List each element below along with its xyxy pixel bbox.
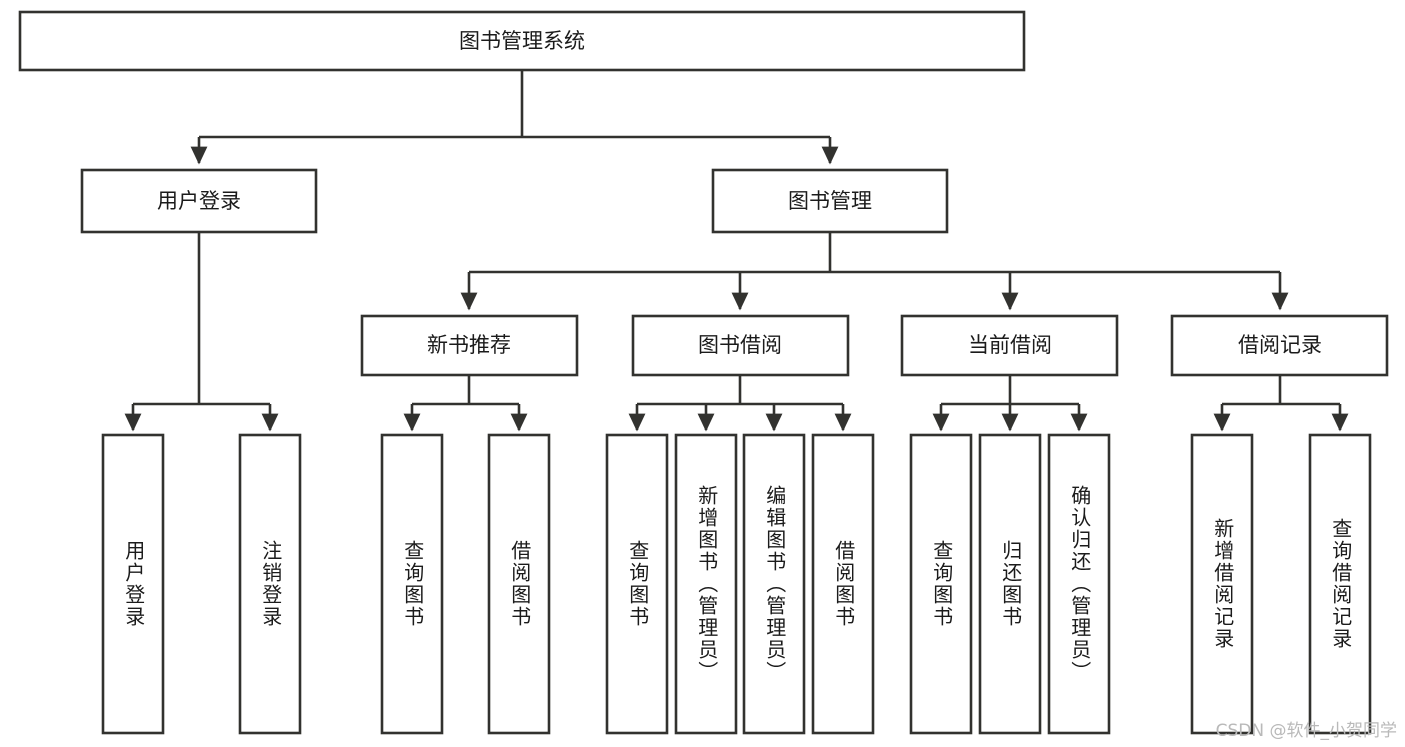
node-book-borrow[interactable]: 图书借阅 [631,314,850,377]
leaf-box[interactable] [742,433,806,735]
leaf-box[interactable] [1047,433,1111,735]
node-book-borrow-label: 图书借阅 [698,333,782,357]
node-borrow-record-label: 借阅记录 [1238,333,1322,357]
node-book-management[interactable]: 图书管理 [711,168,949,234]
leaf-box[interactable] [978,433,1042,735]
node-current-borrow-label: 当前借阅 [968,333,1052,357]
node-root-label: 图书管理系统 [459,29,585,53]
leaf-box[interactable] [380,433,444,735]
edge-current-borrow-to-leaves [932,375,1088,432]
edge-borrow-record-to-leaves [1213,375,1349,432]
leaf-box[interactable] [674,433,738,735]
node-book-management-label: 图书管理 [788,189,872,213]
edge-book-borrow-to-leaves [628,375,852,432]
node-new-book-recommend-label: 新书推荐 [427,333,511,357]
node-borrow-record[interactable]: 借阅记录 [1170,314,1389,377]
leaf-box[interactable] [811,433,875,735]
node-root[interactable]: 图书管理系统 [18,10,1026,72]
leaf-box[interactable] [487,433,551,735]
node-new-book-recommend[interactable]: 新书推荐 [360,314,579,377]
leaf-box[interactable] [1190,433,1254,735]
leaf-box[interactable] [101,433,165,735]
edge-root-to-level2 [190,70,839,165]
edge-book-mgmt-to-level3 [460,232,1289,311]
edge-new-book-rec-to-leaves [403,375,528,432]
leaf-box[interactable] [1308,433,1372,735]
leaf-box[interactable] [238,433,302,735]
edge-user-login-to-leaves [124,232,279,432]
leaf-box[interactable] [605,433,669,735]
leaf-box[interactable] [909,433,973,735]
leaf-boxes [101,433,1372,735]
node-user-login-label: 用户登录 [157,189,241,213]
node-user-login[interactable]: 用户登录 [80,168,318,234]
node-current-borrow[interactable]: 当前借阅 [900,314,1119,377]
watermark-text: CSDN @软件_小贺同学 [1215,721,1397,741]
